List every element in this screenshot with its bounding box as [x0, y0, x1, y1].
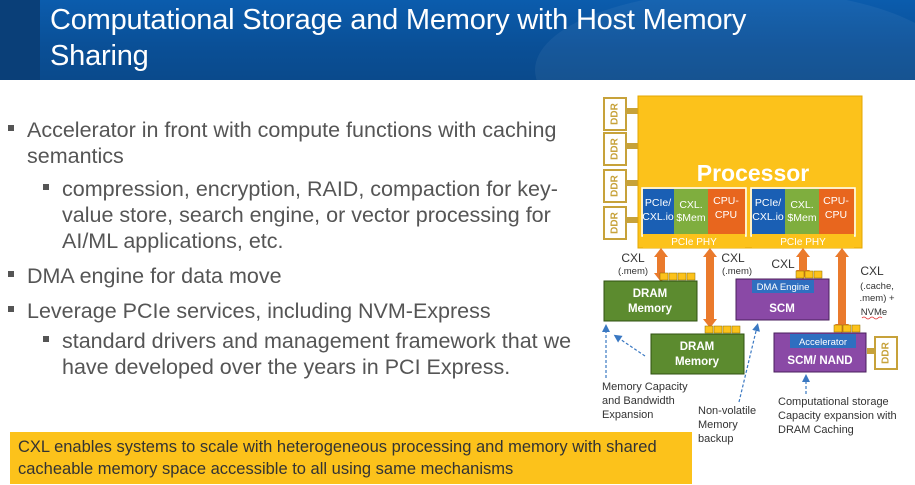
bullet-pcie: Leverage PCIe services, including NVM-Ex… — [8, 298, 598, 324]
callout-box: CXL enables systems to scale with hetero… — [10, 432, 692, 484]
bullet-marker — [8, 125, 14, 131]
cxl-cache-sub: (.cache, — [860, 281, 894, 292]
pcie-phy-label: PCIe PHY — [671, 237, 717, 248]
right-port-group: PCIe/ CXL.io CXL. $Mem CPU- CPU PCIe PHY — [750, 187, 856, 248]
cxl-label-right: CXL (.cache, .mem) + NVMe — [859, 264, 895, 320]
slide-title: Computational Storage and Memory with Ho… — [50, 2, 870, 74]
bullet-list: Accelerator in front with compute functi… — [8, 117, 598, 380]
ddr-module-2: DDR — [603, 132, 627, 166]
scm-block: DMA Engine SCM — [735, 270, 830, 321]
arrow-lower-dram — [703, 248, 717, 328]
ddr-label: DDR — [610, 174, 621, 196]
note-line: Memory — [698, 419, 738, 431]
note-line: backup — [698, 433, 733, 445]
accelerator-label: Accelerator — [799, 337, 847, 348]
memory-label: Memory — [628, 303, 673, 315]
annotation-arrows — [602, 323, 810, 403]
scm-nand-block: Accelerator SCM/ NAND — [773, 324, 867, 373]
note-line: DRAM Caching — [778, 424, 854, 436]
cxl-cache-sub: NVMe — [861, 307, 887, 318]
bullet-marker — [43, 336, 49, 342]
callout-text: CXL enables systems to scale with hetero… — [18, 438, 657, 478]
pcie-phy-label: PCIe PHY — [780, 237, 826, 248]
ddr-label: DDR — [881, 341, 892, 363]
ddr-module-1: DDR — [603, 97, 627, 131]
note-capacity: Memory Capacity and Bandwidth Expansion — [602, 381, 688, 421]
ddr-label: DDR — [610, 211, 621, 233]
cpu-label: CPU — [825, 209, 847, 221]
dma-engine-label: DMA Engine — [757, 282, 810, 293]
bullet-marker — [8, 306, 14, 312]
dram-label: DRAM — [680, 341, 715, 353]
cpu-label: CPU- — [823, 195, 849, 207]
title-line-1: Computational Storage and Memory with Ho… — [50, 4, 747, 36]
cxl-label: CXL — [860, 264, 884, 278]
dram-block-2: DRAM Memory — [650, 325, 745, 375]
bullet-accelerator: Accelerator in front with compute functi… — [8, 117, 598, 169]
note-line: Capacity expansion with — [778, 410, 897, 422]
processor-block: Processor PCIe/ CXL.io CXL. $Mem CPU- CP… — [637, 95, 863, 249]
note-computational: Computational storage Capacity expansion… — [778, 396, 897, 436]
scm-label: SCM — [769, 303, 795, 315]
cxl-label-middle: CXL (.mem) — [721, 251, 752, 277]
cxl-mem-label: CXL. — [679, 199, 702, 211]
bullet-dma: DMA engine for data move — [8, 263, 598, 289]
note-line: Non-volatile — [698, 405, 756, 417]
cpu-label: CPU — [715, 209, 737, 221]
note-nonvolatile: Non-volatile Memory backup — [698, 405, 756, 445]
cxl-mem-label: $Mem — [676, 212, 705, 224]
memory-label: Memory — [675, 356, 720, 368]
note-line: Expansion — [602, 409, 653, 421]
pcie-cxl-label: PCIe/ — [645, 197, 671, 209]
sub-bullet-compression: compression, encryption, RAID, compactio… — [43, 176, 598, 254]
sub-bullet-drivers: standard drivers and management framewor… — [43, 328, 598, 380]
bullet-text: Leverage PCIe services, including NVM-Ex… — [27, 299, 491, 323]
bullet-marker — [43, 184, 49, 190]
ddr-module-5: DDR — [867, 336, 898, 370]
sub-bullet-text: compression, encryption, RAID, compactio… — [62, 177, 558, 253]
pcie-cxl-label: PCIe/ — [755, 197, 781, 209]
header-decoration — [535, 0, 915, 80]
ddr-label: DDR — [610, 137, 621, 159]
note-line: Memory Capacity — [602, 381, 688, 393]
note-line: Computational storage — [778, 396, 889, 408]
ddr-label: DDR — [610, 102, 621, 124]
ddr-module-3: DDR — [603, 169, 627, 203]
processor-label: Processor — [697, 160, 810, 186]
bullet-text: Accelerator in front with compute functi… — [27, 118, 557, 168]
ddr-connectors — [627, 108, 638, 223]
dram-block-1: DRAM Memory — [603, 272, 698, 322]
cpu-label: CPU- — [713, 195, 739, 207]
cxl-label: CXL — [771, 257, 795, 271]
sub-bullet-text: standard drivers and management framewor… — [62, 329, 572, 379]
left-port-group: PCIe/ CXL.io CXL. $Mem CPU- CPU PCIe PHY — [641, 187, 747, 248]
header-accent-bar — [0, 0, 40, 80]
bullet-text: DMA engine for data move — [27, 264, 282, 288]
scm-nand-label: SCM/ NAND — [787, 355, 852, 367]
slide-header: Computational Storage and Memory with Ho… — [0, 0, 915, 80]
ddr-module-4: DDR — [603, 206, 627, 240]
arrow-scm-nand — [835, 248, 849, 333]
pcie-cxl-label: CXL.io — [642, 211, 674, 223]
cxl-cache-sub: .mem) + — [859, 293, 895, 304]
note-line: and Bandwidth — [602, 395, 675, 407]
bullet-marker — [8, 271, 14, 277]
cxl-mem-label: $Mem — [787, 212, 816, 224]
cxl-label: CXL — [621, 251, 645, 265]
cxl-mem-label: CXL. — [790, 199, 813, 211]
pcie-cxl-label: CXL.io — [752, 211, 784, 223]
cxl-mem-sub: (.mem) — [618, 266, 648, 277]
cxl-label: CXL — [721, 251, 745, 265]
dram-label: DRAM — [633, 288, 668, 300]
cxl-label-scm: CXL — [771, 257, 795, 271]
cxl-label-left: CXL (.mem) — [618, 251, 648, 277]
title-line-2: Sharing — [50, 40, 149, 72]
cxl-mem-sub: (.mem) — [722, 266, 752, 277]
